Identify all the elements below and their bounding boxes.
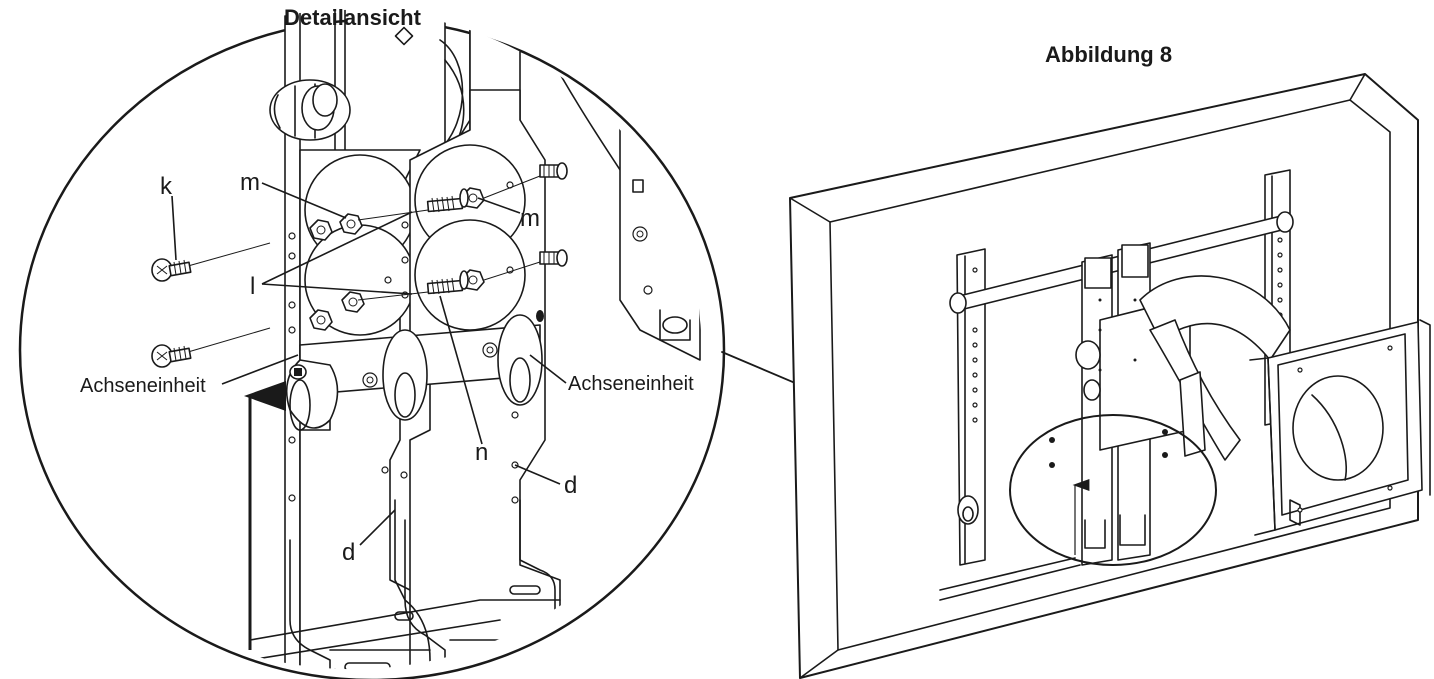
callout-axle-right: Achseneinheit — [568, 373, 694, 395]
vertical-rail-left — [956, 248, 986, 566]
central-mount — [1075, 242, 1291, 566]
callout-m-right: m — [520, 205, 540, 232]
axle-unit — [285, 314, 543, 431]
bracket-holes — [288, 181, 519, 504]
detail-view — [18, 9, 726, 679]
callout-k: k — [160, 173, 173, 200]
nut-m-left — [309, 213, 365, 331]
threaded-rod-icon — [426, 188, 469, 295]
tv-plate — [1249, 319, 1431, 536]
overview-view — [789, 73, 1431, 679]
callout-l: l — [250, 273, 255, 300]
screw-k-upper — [151, 258, 192, 282]
zoom-circle — [1009, 414, 1217, 566]
small-screws — [536, 162, 568, 322]
callout-m-left: m — [240, 169, 260, 196]
screw-k-lower — [151, 344, 192, 368]
detail-title: Detailansicht — [284, 5, 422, 30]
figure-title: Abbildung 8 — [1045, 42, 1172, 67]
adjustment-knob-icon — [269, 79, 351, 141]
callout-axle-left: Achseneinheit — [80, 375, 206, 397]
callout-d-left: d — [342, 539, 355, 566]
callout-n: n — [475, 439, 488, 466]
leader-lines — [171, 182, 567, 546]
callout-d-right: d — [564, 472, 577, 499]
